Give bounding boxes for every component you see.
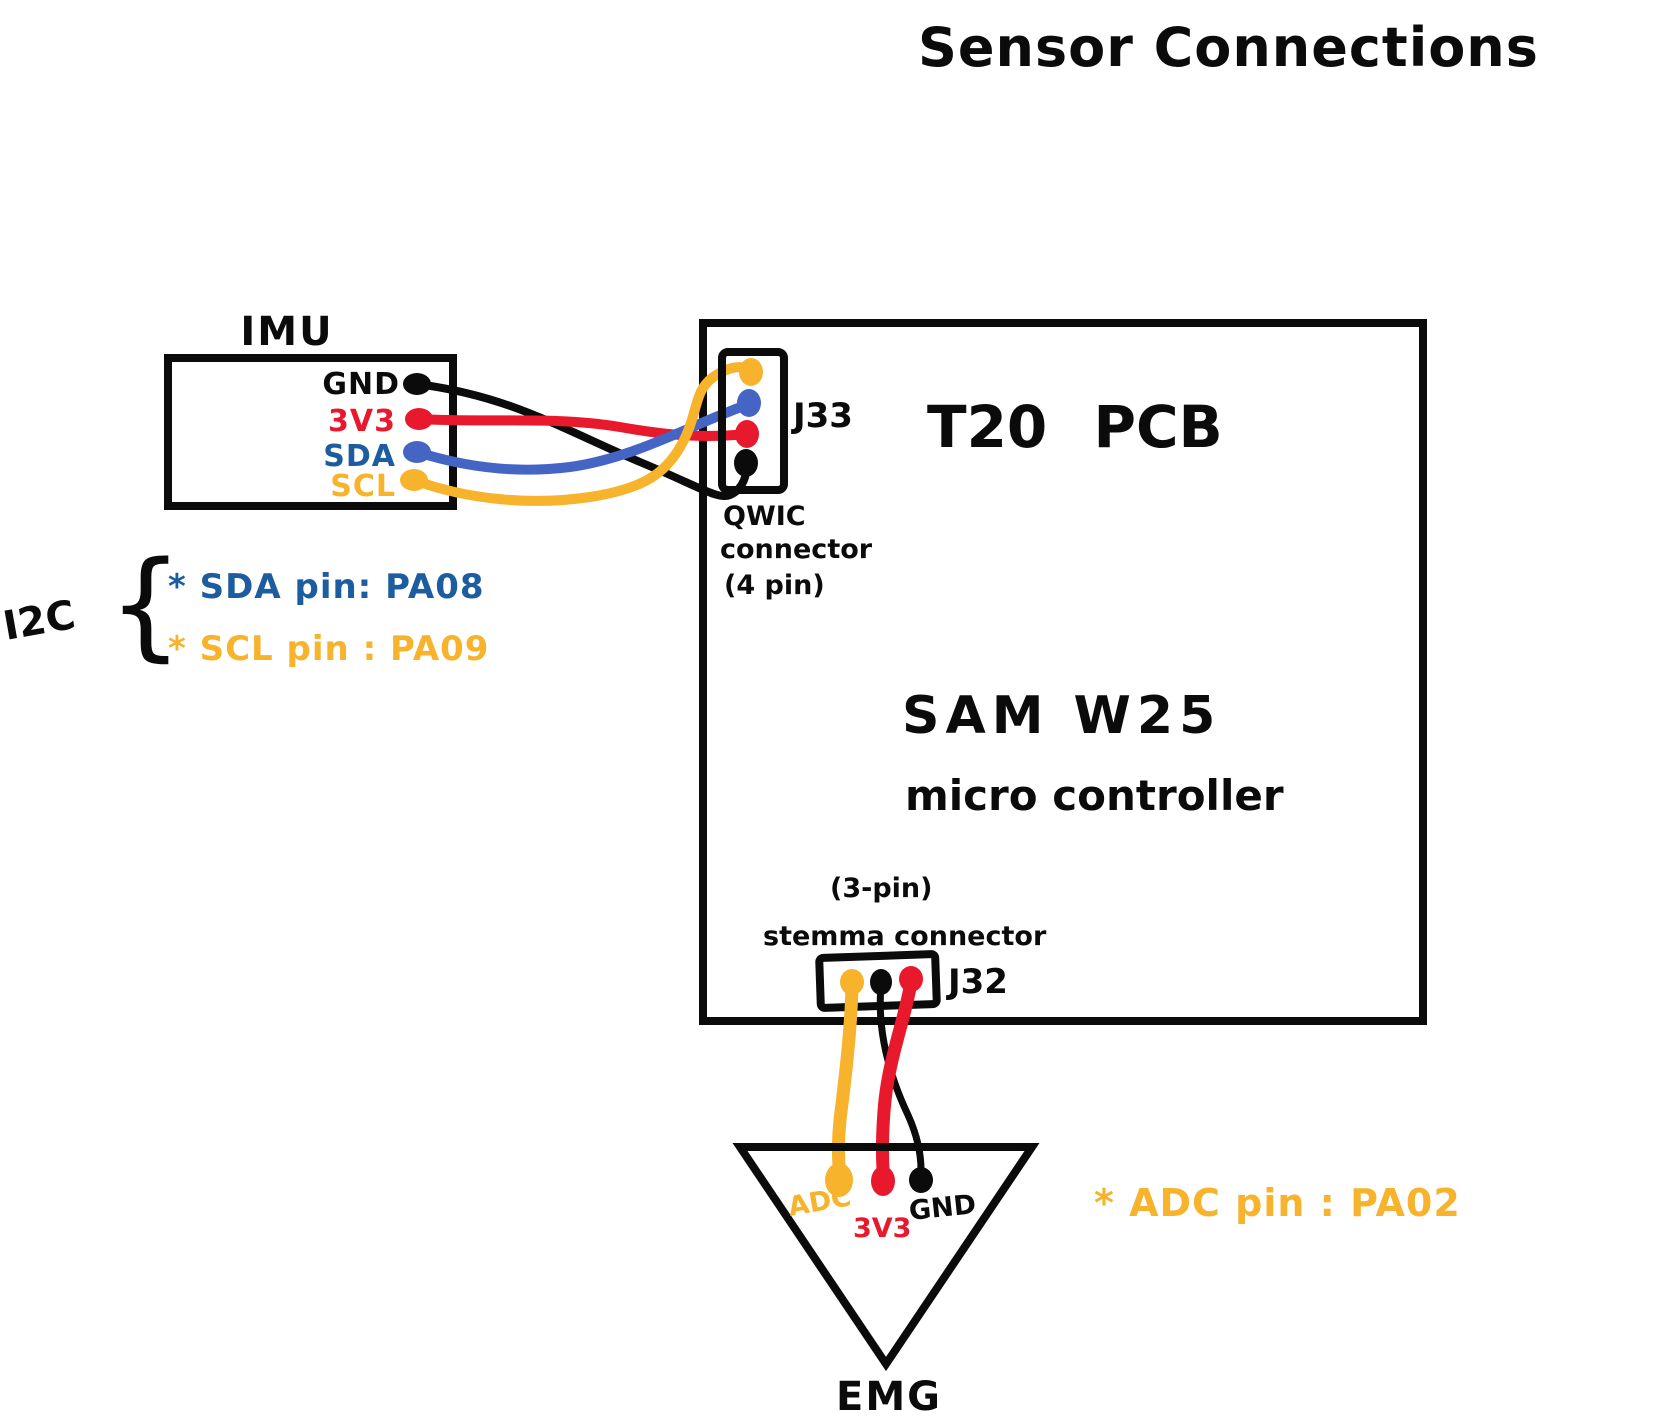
scl-pin-note: * SCL pin : PA09 [168, 629, 489, 669]
qwic-caption-line1: QWIC [723, 501, 806, 532]
j32-ref-label: J32 [946, 962, 1008, 1002]
wire-sda-imu-to-j33 [412, 399, 754, 475]
imu-box [164, 354, 457, 510]
imu-pin-label-gnd: GND [322, 367, 400, 402]
emg-pin-dot-3v3 [871, 1166, 895, 1196]
emg-label: EMG [836, 1374, 942, 1420]
qwic-caption-line2: connector [720, 534, 873, 565]
i2c-label: I2C [0, 592, 79, 650]
emg-pin-label-adc: ADC [786, 1181, 854, 1222]
imu-label: IMU [240, 309, 333, 355]
wire-scl-imu-to-j33 [409, 362, 756, 506]
emg-pin-dot-adc [825, 1163, 853, 1197]
chip-label-line2: micro controller [905, 771, 1284, 820]
wire-3v3-imu-to-j33 [414, 414, 752, 441]
j33-ref-label: J33 [791, 396, 853, 436]
qwic-caption-line3: (4 pin) [724, 570, 825, 601]
sda-pin-note: * SDA pin: PA08 [168, 567, 485, 607]
j33-pin-dot-scl [739, 358, 763, 386]
j33-pin-dot-3v3 [735, 420, 759, 448]
imu-pin-label-3v3: 3V3 [328, 404, 396, 439]
wire-adc-j32-to-emg [831, 979, 859, 1173]
j33-connector-box [718, 348, 788, 494]
emg-pin-dot-gnd [909, 1167, 933, 1193]
emg-triangle [732, 1143, 1040, 1372]
i2c-brace: { [108, 535, 183, 673]
pcb-box [699, 319, 1427, 1025]
wire-3v3-j32-to-emg [875, 975, 918, 1177]
imu-pin-label-sda: SDA [323, 439, 396, 474]
j33-pin-dot-gnd [734, 449, 758, 477]
stemma-caption-line1: (3-pin) [830, 873, 932, 904]
adc-pin-note: * ADC pin : PA02 [1094, 1181, 1461, 1225]
imu-pin-label-scl: SCL [330, 469, 396, 504]
j33-pin-dot-sda [737, 389, 761, 417]
emg-pin-label-3v3: 3V3 [853, 1213, 911, 1244]
diagram-title: Sensor Connections [918, 16, 1539, 79]
chip-label-line1: SAM W25 [902, 686, 1221, 746]
emg-pin-label-gnd: GND [907, 1189, 977, 1227]
j32-pin-dot-gnd [870, 969, 892, 995]
stemma-caption-line2: stemma connector [763, 921, 1047, 952]
pcb-label: T20 PCB [927, 393, 1223, 461]
